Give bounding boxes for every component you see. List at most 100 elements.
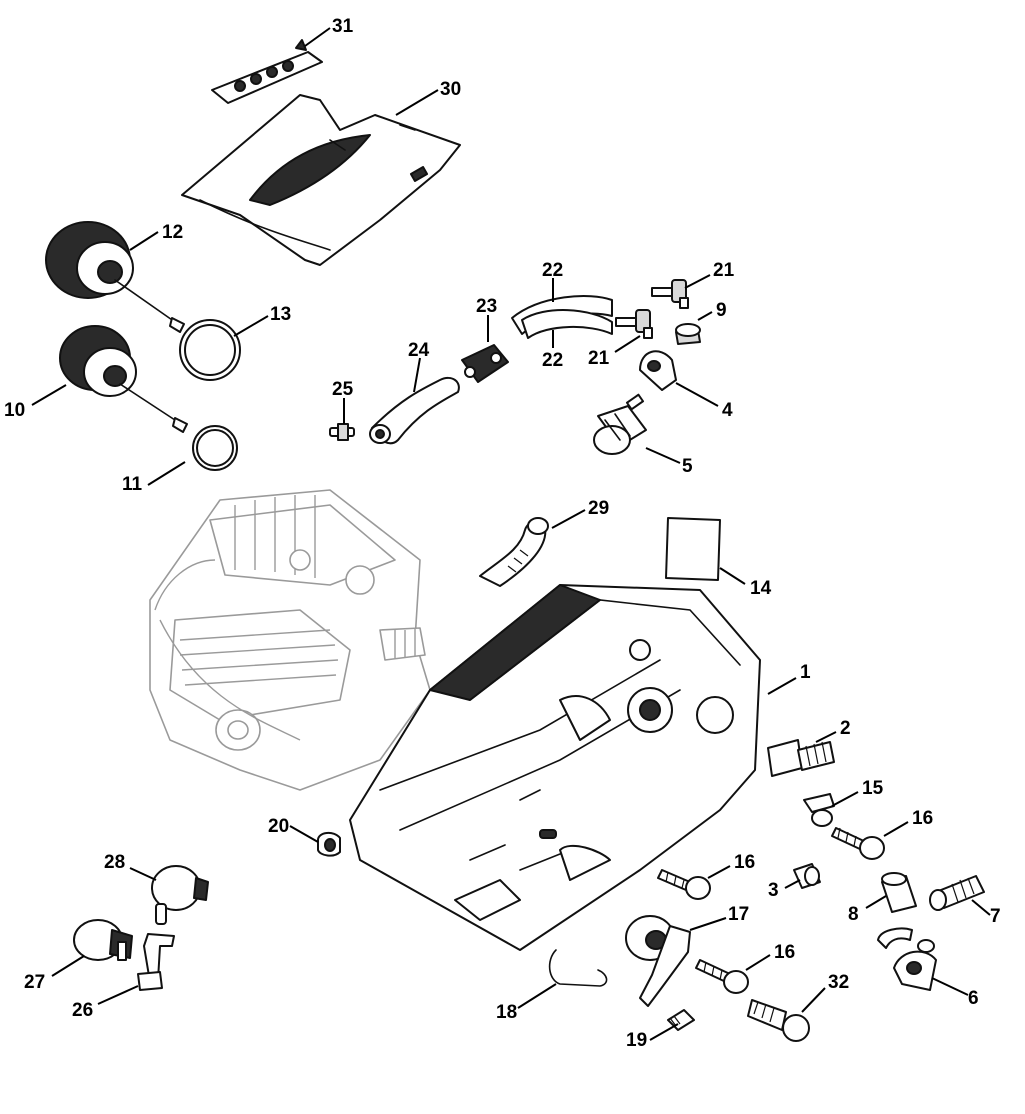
part-17-bracket (625, 915, 691, 1007)
leader-27 (51, 955, 85, 977)
callout-5: 5 (682, 456, 693, 477)
leader-31 (304, 27, 331, 47)
callout-30: 30 (440, 79, 461, 100)
callout-15: 15 (862, 778, 884, 799)
part-13-seal-ring (179, 319, 241, 381)
part-24-hose (369, 376, 460, 445)
callout-16-b: 16 (734, 852, 755, 873)
leader-21-top (684, 274, 711, 289)
callout-21-bottom: 21 (588, 348, 610, 369)
callout-16-c: 16 (774, 942, 795, 963)
leader-11 (147, 461, 186, 486)
leader-14 (719, 567, 746, 585)
leader-3 (784, 879, 801, 889)
leader-29 (551, 509, 586, 529)
part-30-cover (181, 94, 461, 266)
callout-4: 4 (722, 400, 733, 421)
part-12-cap (45, 221, 185, 333)
part-16-screw-a (831, 827, 885, 860)
leader-6 (931, 977, 969, 996)
callout-13: 13 (270, 304, 291, 325)
callout-12: 12 (162, 222, 183, 243)
callout-11: 11 (122, 474, 143, 495)
callout-16-a: 16 (912, 808, 933, 829)
callout-19: 19 (626, 1030, 647, 1051)
callout-32: 32 (828, 972, 849, 993)
callout-14: 14 (750, 578, 772, 599)
part-10-cap (59, 325, 188, 433)
part-28-valve (151, 865, 209, 925)
part-8-sleeve (881, 872, 917, 913)
part-5-filter (593, 393, 647, 455)
leader-20 (289, 825, 319, 843)
part-22-hose (511, 295, 613, 339)
callout-labels: 31 30 12 13 10 11 22 22 21 21 9 23 24 25… (4, 16, 1001, 1051)
leader-32 (801, 987, 826, 1013)
part-4-pickup (639, 350, 677, 391)
part-16-screw-c (695, 959, 749, 994)
leader-1 (767, 677, 797, 695)
leader-7 (971, 899, 991, 916)
part-23-valve (461, 344, 509, 383)
part-21-fitting-lower (615, 309, 653, 339)
part-14-label (665, 517, 721, 581)
leader-15 (831, 791, 859, 807)
leader-24 (413, 357, 421, 393)
callout-8: 8 (848, 904, 859, 925)
part-31-label (211, 39, 323, 104)
part-15-washer (803, 793, 835, 827)
leader-lines (31, 27, 991, 1041)
callout-18: 18 (496, 1002, 517, 1023)
part-11-seal-ring (192, 425, 238, 471)
part-21-fitting-upper (651, 279, 689, 309)
leader-13 (233, 315, 269, 337)
part-1-crankcase (349, 584, 761, 951)
callout-22-top: 22 (542, 260, 563, 281)
engine-assembly-ghost (149, 489, 431, 791)
leader-17 (689, 917, 727, 931)
leader-10 (31, 384, 67, 406)
leader-2 (815, 731, 837, 743)
leader-30 (395, 89, 439, 116)
leader-16-a (883, 821, 909, 837)
leader-8 (865, 895, 887, 909)
callout-7: 7 (990, 906, 1001, 927)
callout-28: 28 (104, 852, 125, 873)
callout-26: 26 (72, 1000, 93, 1021)
part-32-screw (747, 999, 810, 1042)
leader-16-c (745, 954, 771, 971)
callout-2: 2 (840, 718, 851, 739)
callout-17: 17 (728, 904, 749, 925)
callout-22-bottom: 22 (542, 350, 563, 371)
callout-1: 1 (800, 662, 811, 683)
part-2-stud (767, 739, 835, 777)
callout-9: 9 (716, 300, 727, 321)
callout-27: 27 (24, 972, 45, 993)
callout-21-top: 21 (713, 260, 735, 281)
part-26-fitting (137, 933, 175, 991)
callout-24: 24 (408, 340, 430, 361)
leader-5 (645, 447, 681, 464)
leader-28 (129, 867, 157, 881)
callout-3: 3 (768, 880, 779, 901)
callout-10: 10 (4, 400, 25, 421)
leader-4 (675, 382, 719, 407)
leader-9 (697, 311, 713, 321)
leader-12 (129, 231, 159, 251)
part-25-nipple (329, 423, 355, 441)
part-3-sleeve (793, 863, 821, 889)
callout-29: 29 (588, 498, 609, 519)
part-18-clip (548, 949, 608, 987)
callout-31: 31 (332, 16, 354, 37)
part-29-hose (479, 517, 549, 587)
leader-18 (517, 983, 557, 1009)
callout-23: 23 (476, 296, 497, 317)
part-27-valve (73, 919, 133, 961)
callout-25: 25 (332, 379, 354, 400)
leader-19 (649, 1023, 679, 1041)
callout-6: 6 (968, 988, 979, 1009)
callout-20: 20 (268, 816, 289, 837)
part-20-grommet (317, 832, 341, 857)
leader-16-b (707, 865, 731, 879)
